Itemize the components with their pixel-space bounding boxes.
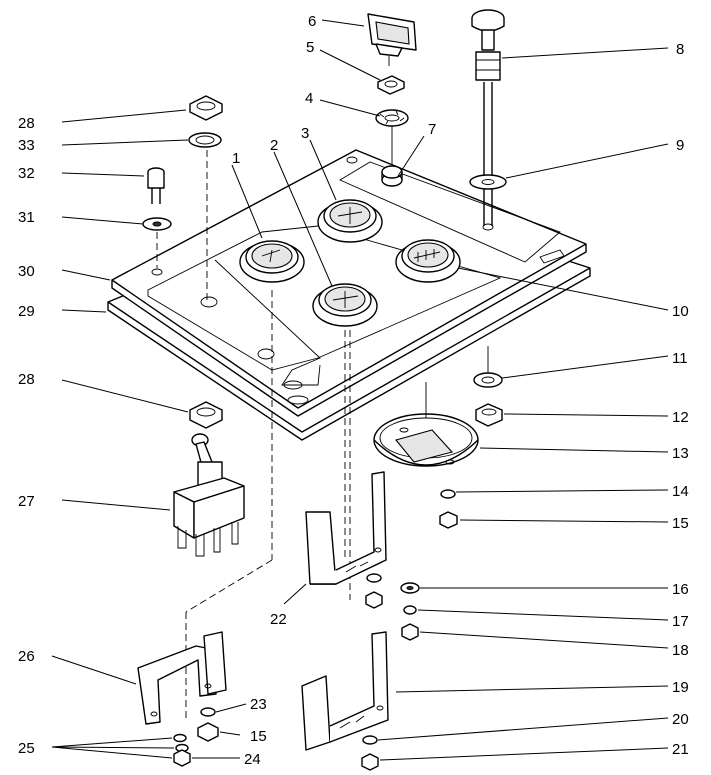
callout-26: 26 [18,648,35,665]
callout-7: 7 [428,121,436,138]
callout-1: 1 [232,150,240,167]
callout-17: 17 [672,613,689,630]
star-washer-33 [188,132,222,148]
callout-25: 25 [18,740,35,757]
callout-4: 4 [305,90,313,107]
gauge-2 [312,283,378,327]
washer-31 [142,217,172,231]
washer-16 [400,582,420,594]
callout-28-top: 28 [18,115,35,132]
callout-12: 12 [672,409,689,426]
callout-33: 33 [18,137,35,154]
callout-32: 32 [18,165,35,182]
callout-18: 18 [672,642,689,659]
cap-screw-32 [147,167,165,204]
callout-6: 6 [308,13,316,30]
callout-13: 13 [672,445,689,462]
callout-10: 10 [672,303,689,320]
callout-3: 3 [301,125,309,142]
callout-15-right: 15 [672,515,689,532]
key-switch [367,13,417,66]
hex-nut-18 [401,623,419,641]
gauge-3 [317,199,383,243]
nut-24 [173,749,191,767]
hex-nut-5 [377,75,405,95]
callout-31: 31 [18,209,35,226]
callout-21: 21 [672,741,689,758]
callout-30: 30 [18,263,35,280]
bracket-19 [301,631,389,751]
callout-5: 5 [306,39,314,56]
hex-nut-21 [361,753,379,771]
lock-washer-23 [200,707,216,717]
toggle-switch-27 [173,433,245,557]
gauge-10 [395,239,461,283]
callout-27: 27 [18,493,35,510]
callout-11: 11 [672,350,688,367]
callout-29: 29 [18,303,35,320]
callout-22: 22 [270,611,287,628]
bracket-22-hardware [365,573,383,609]
washer-9 [469,174,507,190]
callout-9: 9 [676,137,684,154]
hex-nut-28-lower [189,401,223,429]
callout-15-left: 15 [250,728,267,745]
callout-16: 16 [672,581,689,598]
switch-stud-7 [381,165,403,187]
callout-24: 24 [244,751,261,768]
push-pull-control-8 [471,9,505,226]
callout-labels: 1 2 3 4 5 6 7 8 9 10 11 12 13 14 15 16 1… [18,13,689,768]
callout-19: 19 [672,679,689,696]
callout-23: 23 [250,696,267,713]
gauge-cup-13 [373,413,479,467]
lock-washer-17 [403,605,417,615]
gauge-1 [239,240,305,283]
washers-25 [173,733,189,753]
hex-nut-12 [475,403,503,427]
lock-washer-20 [362,735,378,745]
control-panel-plate [111,149,587,417]
hex-nut-28-top [189,95,223,121]
callout-20: 20 [672,711,689,728]
bracket-22 [305,471,387,585]
bracket-26 [137,631,227,725]
lock-washer-4 [375,109,409,127]
callout-28-lower: 28 [18,371,35,388]
lock-washer-14 [440,489,456,499]
callout-14: 14 [672,483,689,500]
callout-2: 2 [270,137,278,154]
leader-lines [51,19,669,761]
hex-nut-15-left [197,722,219,742]
split-washer-11 [473,372,503,388]
hex-nut-15-right [439,511,458,529]
callout-8: 8 [676,41,684,58]
